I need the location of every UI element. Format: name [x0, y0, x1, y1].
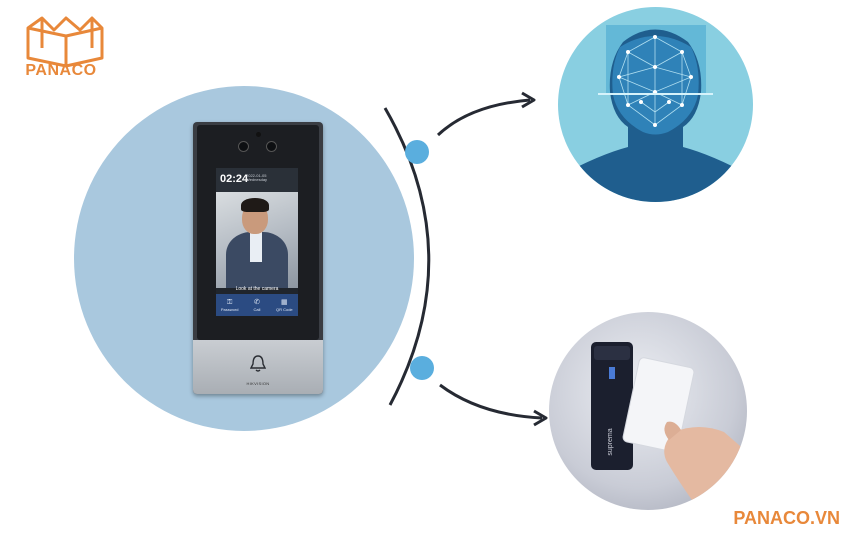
card-reader-illustration: suprema: [549, 312, 747, 510]
doorbell-panel: [193, 340, 323, 394]
face-recognition-illustration: [558, 7, 753, 202]
arrow-to-face: [436, 98, 531, 137]
camera-preview: [216, 192, 298, 288]
softkey-label: QR Code: [275, 306, 293, 312]
terminal-screen: 02:24 2022-01-05 Wednesday Look at the c…: [216, 168, 298, 316]
status-bar: 02:24 2022-01-05 Wednesday: [216, 168, 298, 192]
manufacturer-label: HIKVISION: [246, 381, 270, 386]
softkey-label: Call: [253, 306, 261, 312]
call-softkey[interactable]: ✆ Call: [244, 299, 270, 312]
qr-code-icon: ▦: [281, 298, 288, 306]
clock: 02:24: [220, 173, 249, 185]
person-shirt: [250, 232, 262, 262]
logo-text: PANACO: [25, 62, 97, 79]
date: 2022-01-05 Wednesday: [246, 173, 268, 182]
bell-icon[interactable]: [250, 355, 266, 373]
website-label: PANACO.VN: [733, 508, 840, 528]
logo-icon: [26, 16, 104, 68]
softkey-label: Password: [220, 306, 239, 312]
qr-code-softkey[interactable]: ▦ QR Code: [271, 299, 297, 312]
person-hair: [241, 198, 269, 212]
rfid-card-icon: suprema: [591, 342, 747, 510]
node-face: [405, 140, 429, 164]
sensor-icon: [256, 132, 261, 137]
node-card: [410, 356, 434, 380]
arrow-head-face: [521, 91, 536, 109]
key-icon: ⚿: [226, 298, 233, 306]
reader-brand: suprema: [607, 428, 614, 455]
face-scan-icon: [558, 25, 753, 202]
look-prompt: Look at the camera: [235, 286, 279, 292]
arrow-to-card: [439, 383, 543, 420]
phone-icon: ✆: [254, 298, 260, 306]
camera-right-icon: [266, 141, 277, 152]
softkey-bar: ⚿ Password ✆ Call ▦ QR Code: [216, 294, 298, 316]
connector-arc: [383, 107, 431, 406]
password-softkey[interactable]: ⚿ Password: [217, 299, 243, 312]
arrow-head-card: [533, 409, 548, 427]
camera-left-icon: [238, 141, 249, 152]
